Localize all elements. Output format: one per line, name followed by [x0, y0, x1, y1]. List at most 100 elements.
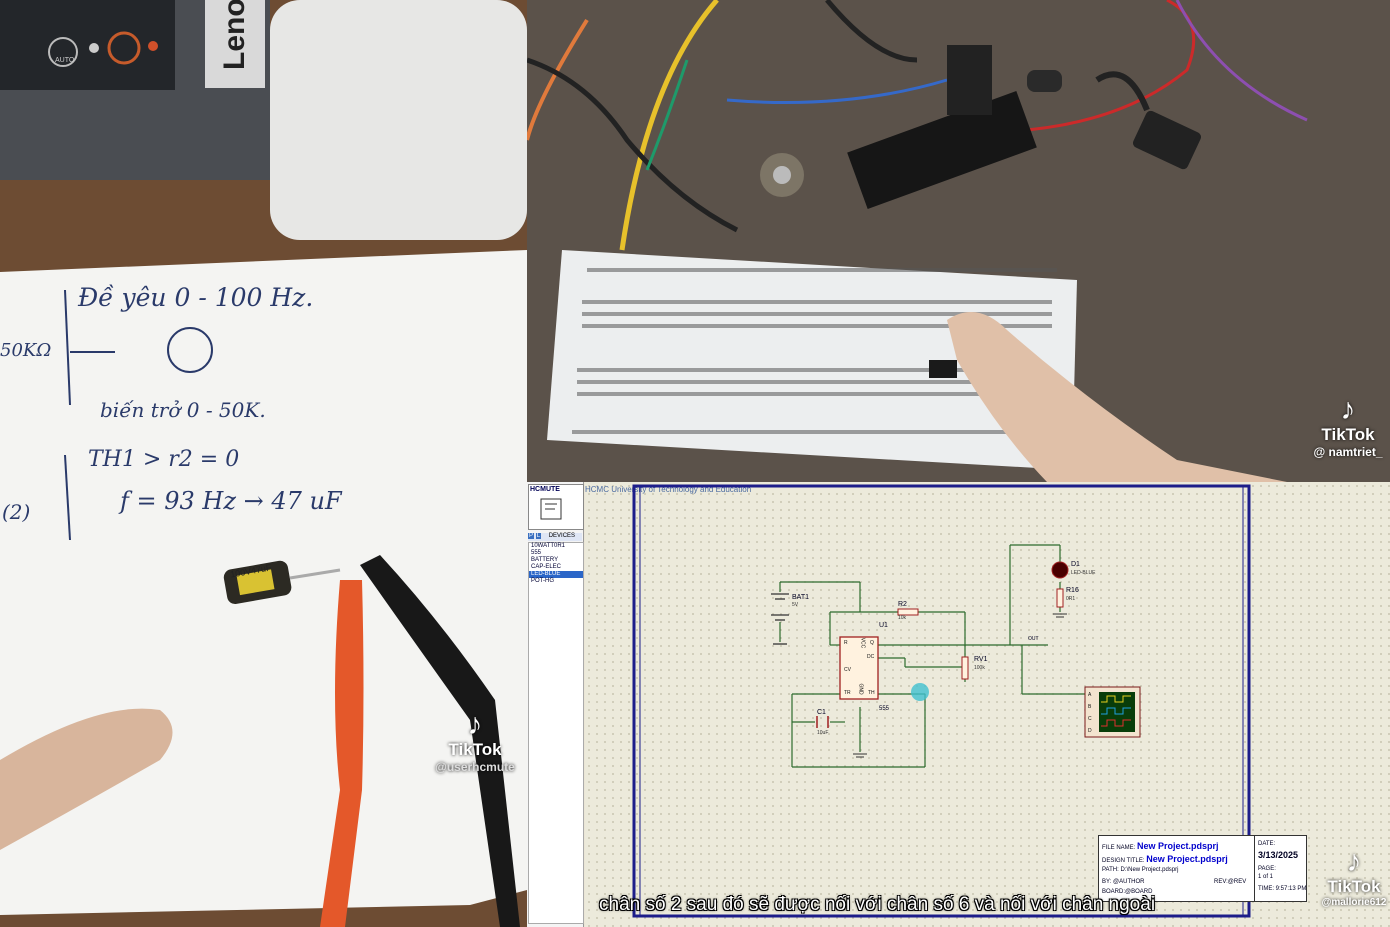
page-value: 1 of 1 — [1258, 874, 1274, 880]
r16-value: 0R1 — [1066, 596, 1076, 602]
note-line-1: Đề yêu 0 - 100 Hz. — [78, 283, 314, 312]
schematic-sheet[interactable]: HCMC University of Technology and Educat… — [585, 482, 1390, 927]
path-value: D:\New Project.pdsprj — [1120, 867, 1179, 873]
time-value: 9:57:13 PM — [1275, 886, 1307, 892]
tiktok-user: @mallorie612 — [1321, 897, 1387, 908]
rv1-pot-symbol — [961, 656, 969, 680]
d1-led-symbol — [1051, 561, 1069, 579]
c1-value: 10uF — [817, 730, 829, 736]
page-label: PAGE: — [1258, 866, 1276, 872]
device-item-selected[interactable]: LED-BLUE — [529, 571, 583, 578]
breadboard — [547, 250, 1077, 470]
breadboard-scene — [527, 0, 1390, 482]
ground-symbols — [853, 613, 1067, 758]
r2-resistor-symbol — [897, 608, 919, 616]
note-line-2: 50KΩ — [0, 340, 52, 361]
left-video-panel: Leno AUTO Đề yêu 0 - 100 Hz. 50KΩ biến t… — [0, 0, 527, 927]
file-name-value: New Project.pdsprj — [1137, 841, 1219, 851]
u1-part: 555 — [879, 706, 890, 712]
ne555-chip — [929, 360, 957, 378]
r2-label: R2 — [898, 601, 907, 608]
file-name-label: FILE NAME: — [1102, 845, 1136, 851]
tiktok-user: @ namtriet_ — [1313, 445, 1383, 459]
scope-channel-a: A — [1088, 692, 1092, 698]
pin-vcc: VCC — [859, 637, 866, 649]
sheet-header: HCMC University of Technology and Educat… — [585, 485, 752, 494]
finger — [0, 708, 173, 850]
devices-toolbar: P L DEVICES — [528, 533, 582, 541]
usb-plug — [1133, 110, 1201, 170]
library-button[interactable]: L — [535, 533, 542, 539]
title-block: FILE NAME: New Project.pdsprj DESIGN TIT… — [1098, 835, 1307, 902]
mouse-cursor-highlight — [911, 683, 929, 701]
time-label: TIME: — [1258, 886, 1274, 892]
device-item[interactable]: 10WATT0R1 — [531, 543, 566, 549]
scope-channel-b: B — [1088, 704, 1092, 710]
design-title-value: New Project.pdsprj — [1146, 854, 1228, 864]
rev-value: @REV — [1227, 879, 1247, 885]
note-line-6: f = 93 Hz → 47 uF — [120, 487, 342, 515]
tiktok-user: @userhcmute — [435, 760, 515, 774]
design-title-label: DESIGN TITLE: — [1102, 858, 1145, 864]
left-scene — [0, 0, 527, 927]
device-list: 10WATT0R1 555 BATTERY CAP-ELEC LED-BLUE … — [528, 542, 584, 924]
note-line-3: biến trở 0 - 50K. — [100, 398, 266, 422]
red-clip — [320, 580, 364, 927]
tiktok-note-icon: ♪ — [1340, 393, 1356, 426]
auto-knob-icon — [48, 37, 78, 67]
breadboard-holes — [572, 268, 1057, 434]
device-item[interactable]: 555 — [531, 550, 542, 556]
devices-label: DEVICES — [548, 533, 576, 539]
electrolytic-capacitor — [223, 560, 341, 605]
tiktok-watermark-left: ♪ TikTok @userhcmute — [425, 708, 525, 775]
device-item[interactable]: POT-HG — [531, 578, 555, 584]
pin-r: R — [844, 640, 848, 646]
tiktok-watermark-top: ♪ TikTok @ namtriet_ — [1307, 393, 1389, 460]
video-subtitle: chân số 2 sau đó sẽ được nối với chân số… — [599, 894, 1156, 915]
tiktok-note-icon: ♪ — [467, 708, 483, 741]
board-value: @BOARD — [1125, 889, 1153, 895]
scope-channel-c: C — [1088, 716, 1092, 722]
white-container — [270, 0, 527, 240]
device-sidebar: HCMUTE P L DEVICES 10WATT0R1 555 BATTERY… — [527, 482, 584, 927]
pick-device-button[interactable]: P — [528, 533, 535, 539]
by-value: @AUTHOR — [1113, 879, 1145, 885]
tiktok-brand: TikTok — [448, 740, 502, 759]
rv1-label: RV1 — [974, 656, 988, 663]
pin-gnd: GND — [857, 683, 864, 695]
pin-th: TH — [868, 690, 875, 696]
overview-preview[interactable]: HCMUTE — [528, 484, 584, 530]
battery-symbol — [771, 593, 789, 645]
by-label: BY: — [1102, 879, 1112, 885]
laptop-brand: Leno — [218, 0, 251, 70]
note-line-5: (2) — [2, 500, 31, 524]
pin-tr: TR — [844, 690, 851, 696]
path-label: PATH: — [1102, 867, 1119, 873]
rev-label: REV: — [1214, 879, 1228, 885]
u1-label: U1 — [879, 622, 888, 629]
out-net-label: OUT — [1028, 636, 1039, 642]
date-value: 3/13/2025 — [1258, 850, 1299, 860]
potentiometer-sketch — [167, 327, 213, 373]
overview-thumbnail — [540, 498, 562, 520]
rv1-value: 100k — [974, 665, 985, 671]
schematic-drawing — [632, 484, 1251, 918]
device-item[interactable]: BATTERY — [531, 557, 559, 563]
proteus-window: HCMUTE P L DEVICES 10WATT0R1 555 BATTERY… — [527, 482, 1390, 927]
c1-capacitor-symbol — [816, 716, 829, 728]
pin-dc: DC — [867, 654, 875, 660]
date-label: DATE: — [1258, 841, 1276, 847]
bat1-value: 5V — [792, 602, 799, 608]
c1-label: C1 — [817, 709, 826, 716]
knob-icon — [107, 31, 141, 65]
oscilloscope-symbol — [1084, 686, 1141, 738]
finger — [947, 312, 1287, 482]
tiktok-note-icon: ♪ — [1346, 845, 1362, 878]
board-label: BOARD: — [1102, 889, 1126, 895]
sidebar-header: HCMUTE — [530, 486, 560, 493]
power-module — [847, 91, 1037, 209]
device-item[interactable]: CAP-ELEC — [531, 564, 562, 570]
tiktok-brand: TikTok — [1327, 877, 1381, 896]
scope-channel-d: D — [1088, 728, 1092, 734]
r16-label: R16 — [1066, 587, 1079, 594]
